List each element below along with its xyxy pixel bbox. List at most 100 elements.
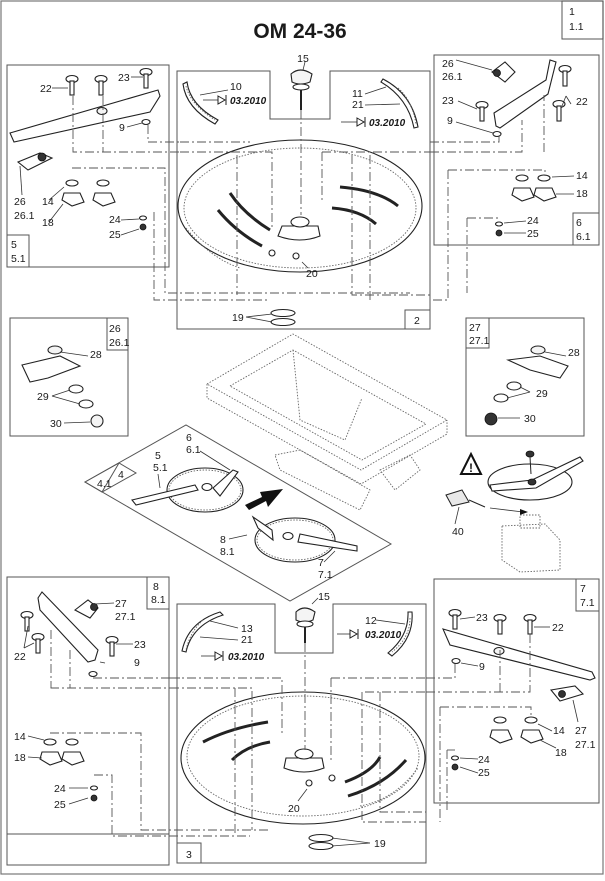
group-assembly-warning: ! 40 <box>445 450 584 573</box>
hopper-illustration <box>206 333 448 511</box>
disc-segment <box>182 81 219 125</box>
arrow-icon <box>520 509 528 515</box>
callout-5: 5 <box>155 450 161 462</box>
callout-23: 23 <box>476 612 488 624</box>
group-ref-box <box>6 234 30 268</box>
callout-23: 23 <box>134 639 146 651</box>
callout-28: 28 <box>568 347 580 359</box>
group-ref: 7 <box>580 583 586 595</box>
callout-12: 12 <box>365 615 377 627</box>
callout-26: 26 <box>442 58 454 70</box>
callout-18: 18 <box>555 747 567 759</box>
leader <box>120 218 140 221</box>
bush-icon <box>489 716 544 744</box>
leader <box>454 506 460 525</box>
clip-bolt <box>90 603 98 611</box>
segment-teeth <box>391 617 411 653</box>
callout-24: 24 <box>54 783 66 795</box>
callout-21: 21 <box>352 99 364 111</box>
leader <box>126 122 143 128</box>
group-box <box>433 578 600 804</box>
grease-tube <box>445 489 470 507</box>
assembly-line <box>170 687 253 830</box>
disc-rim <box>168 469 242 511</box>
callout-28: 28 <box>90 349 102 361</box>
page-ref-line1: 1 <box>569 6 575 18</box>
date-marker: 03.2010 <box>230 96 267 107</box>
callout-8-1: 8.1 <box>220 546 235 558</box>
nut-icon <box>451 763 459 771</box>
shim-plate <box>308 841 334 851</box>
leader <box>301 261 309 269</box>
disc-hub <box>527 478 537 486</box>
page-ref-box <box>561 0 604 40</box>
leader <box>561 95 567 107</box>
assembly-line <box>50 732 270 831</box>
assembly-line <box>72 167 410 294</box>
disc-bolt <box>328 774 336 782</box>
group-ref: 3 <box>186 849 192 861</box>
shim-plate <box>270 317 296 327</box>
callout-14: 14 <box>42 196 54 208</box>
callout-27-1: 27.1 <box>575 739 596 751</box>
spreader-arm <box>442 628 596 681</box>
spreader-arm-7 <box>297 533 358 552</box>
group-upper-center: 2 15 10 03.2010 11 21 03.2010 <box>176 53 431 330</box>
group-ref: 4 <box>118 469 124 481</box>
disc-scale <box>185 227 241 269</box>
callout-21: 21 <box>241 634 253 646</box>
group-ref: 6 <box>576 217 582 229</box>
callout-19: 19 <box>232 312 244 324</box>
disc-hub <box>282 531 294 541</box>
disc-rim <box>186 695 420 817</box>
leader <box>63 421 91 424</box>
disc-hub-top <box>290 216 310 228</box>
callout-18: 18 <box>14 752 26 764</box>
group-outer-box <box>6 576 170 866</box>
group-ref-sub: 27.1 <box>469 335 490 347</box>
bolt-icon <box>65 67 153 96</box>
leader <box>460 662 479 667</box>
callout-18: 18 <box>576 188 588 200</box>
date-marker: 03.2010 <box>365 630 402 641</box>
callout-29: 29 <box>37 391 49 403</box>
disc-slot <box>344 756 382 784</box>
nut-icon <box>139 223 147 231</box>
hopper-side <box>206 384 448 485</box>
hopper-drive <box>379 454 421 491</box>
callout-25: 25 <box>478 767 490 779</box>
callout-22: 22 <box>576 96 588 108</box>
date-marker: 03.2010 <box>228 652 265 663</box>
assembly-line <box>361 692 426 823</box>
callout-10: 10 <box>230 81 242 93</box>
group-lower-right: 7 7.1 23 22 9 27 27.1 14 18 <box>426 578 600 822</box>
callout-14: 14 <box>576 170 588 182</box>
spreader-arm <box>9 89 161 143</box>
tube-nozzle <box>468 499 486 508</box>
leader <box>459 757 479 760</box>
disc-segment <box>387 611 413 657</box>
spreader-arm-5 <box>131 484 199 506</box>
leader <box>506 391 531 399</box>
leader <box>572 699 579 723</box>
leader <box>457 100 478 110</box>
group-ref: 8 <box>153 581 159 593</box>
callout-26: 26 <box>14 196 26 208</box>
leader <box>302 61 306 71</box>
group-center: 4 4.1 5 5.1 6 6.1 8 8.1 7 7.1 <box>83 424 393 602</box>
spreader-arm <box>493 59 557 129</box>
group-box <box>6 64 170 268</box>
callout-9: 9 <box>479 661 485 673</box>
hub-cap <box>290 69 313 85</box>
group-ref: 27 <box>469 322 481 334</box>
callout-27: 27 <box>575 725 587 737</box>
callout-20: 20 <box>288 803 300 815</box>
group-ref-box <box>146 576 170 610</box>
shim-plate <box>308 833 334 843</box>
group-ref-box <box>575 578 600 612</box>
leader <box>199 89 229 96</box>
hub-screw <box>529 456 532 475</box>
